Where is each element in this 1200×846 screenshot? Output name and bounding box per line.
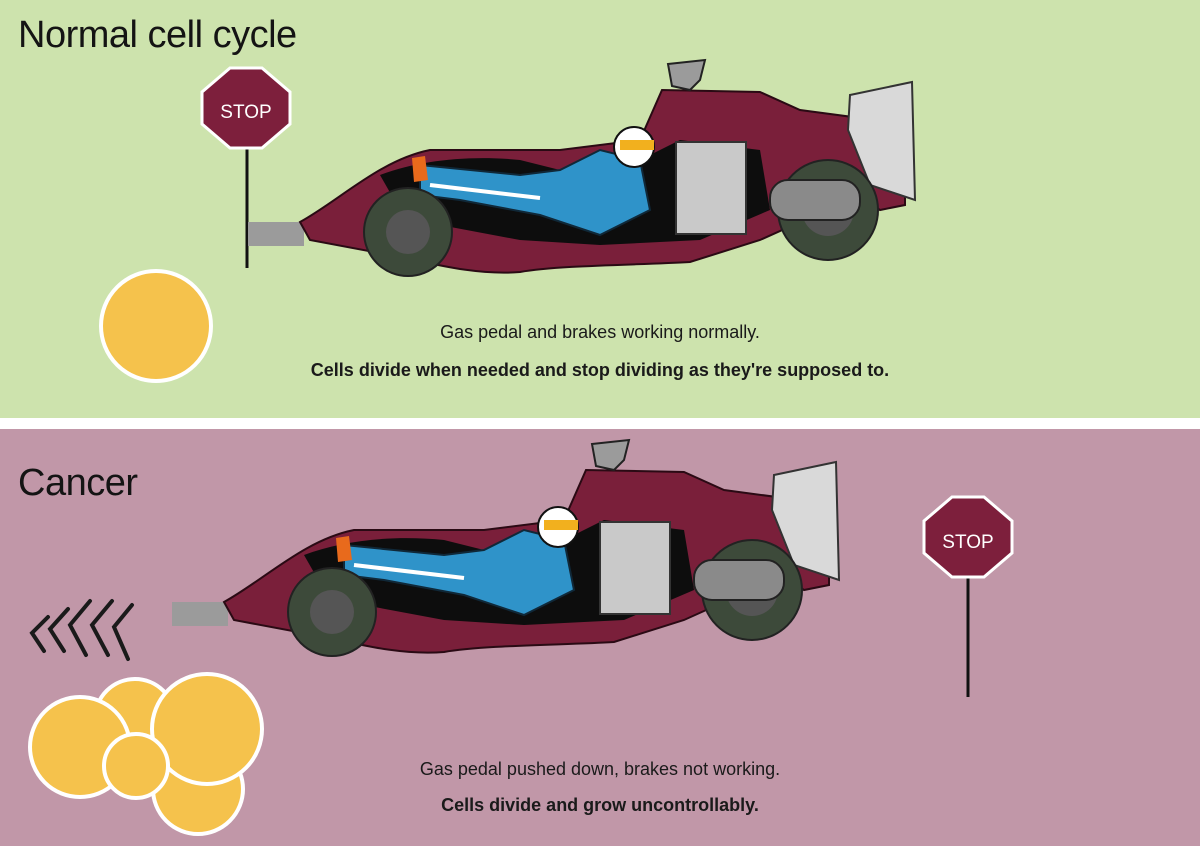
helmet-visor [544, 520, 578, 530]
normal-title: Normal cell cycle [18, 14, 297, 56]
car-rear-wing [770, 460, 841, 582]
helmet-visor [620, 140, 654, 150]
normal-stop-sign: STOP [200, 66, 292, 268]
cancer-illustration: STOP [28, 438, 1014, 836]
car-suspension [693, 559, 785, 601]
normal-cell [99, 269, 213, 383]
car-rear-wing [846, 80, 917, 202]
stop-octagon [200, 66, 292, 150]
car-orange-accent [336, 536, 352, 562]
car-air-intake [666, 58, 707, 92]
driver-stripe [353, 563, 465, 580]
cancer-title: Cancer [18, 462, 138, 504]
driver-stripe [429, 183, 541, 200]
car-engine [599, 521, 671, 615]
cancer-stop-sign: STOP [922, 495, 1014, 697]
cancer-stop-label: STOP [942, 532, 993, 553]
cancer-caption-line2: Cells divide and grow uncontrollably. [441, 795, 759, 815]
car-orange-accent [412, 156, 428, 182]
cancer-race-car [172, 438, 841, 657]
cancer-caption-line1: Gas pedal pushed down, brakes not workin… [419, 759, 781, 779]
cancer-cell [102, 732, 170, 800]
speed-marks [29, 599, 134, 661]
front-wheel-hub [310, 590, 354, 634]
driver-suit [343, 528, 576, 617]
normal-stop-label: STOP [220, 102, 271, 123]
car-engine [675, 141, 747, 235]
driver-suit [419, 148, 652, 237]
normal-cell-cycle-panel: Normal cell cycle STOP [0, 0, 1200, 418]
car-suspension [769, 179, 861, 221]
car-air-intake [590, 438, 631, 472]
cancer-panel: Cancer [0, 429, 1200, 846]
cancer-cell-cluster [28, 672, 264, 836]
cancer-cell [150, 672, 264, 786]
car-front-wing [248, 222, 304, 246]
normal-illustration: STOP [99, 58, 917, 383]
car-front-wing [172, 602, 228, 626]
front-wheel-hub [386, 210, 430, 254]
normal-race-car [248, 58, 917, 277]
stop-octagon [922, 495, 1014, 579]
normal-caption-line2: Cells divide when needed and stop dividi… [310, 360, 890, 380]
normal-caption-line1: Gas pedal and brakes working normally. [440, 322, 760, 342]
